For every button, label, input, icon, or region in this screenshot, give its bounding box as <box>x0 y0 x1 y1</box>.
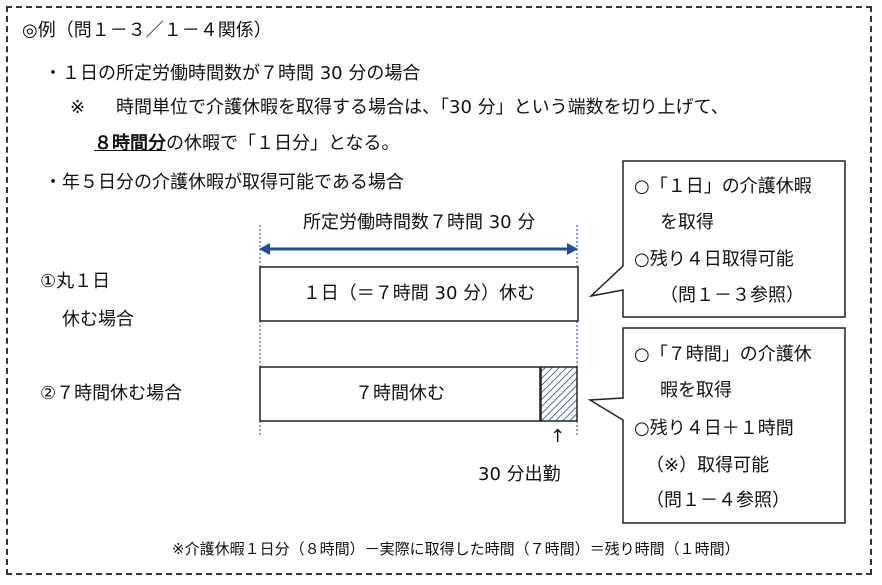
dashed-frame <box>6 6 872 575</box>
callout1-line4: （問１－３参照） <box>660 285 804 306</box>
work-30min-label: 30 分出勤 <box>478 464 561 485</box>
span-label: 所定労働時間数７時間 30 分 <box>303 212 536 233</box>
callout1-line1: ○「１日」の介護休暇 <box>634 176 812 197</box>
note-line2: ８時間分の休暇で「１日分」となる。 <box>94 133 399 155</box>
case2-bullet: ・年５日分の介護休暇が取得可能である場合 <box>44 172 404 193</box>
callout2-line2: 暇を取得 <box>660 380 732 401</box>
callout2-line1: ○「７時間」の介護休 <box>634 344 812 365</box>
work-30min-segment <box>540 366 578 422</box>
row1-bar-text: １日（＝７時間 30 分）休む <box>302 283 536 304</box>
callout1-line3: ○残り４日取得可能 <box>634 249 794 270</box>
callout2-shape <box>587 327 846 524</box>
row2-bar-text: ７時間休む <box>355 383 445 404</box>
callout2-line5: （問１－４参照） <box>646 490 790 511</box>
row2-label: ②７時間休む場合 <box>40 383 183 404</box>
up-arrow-icon: ↑ <box>550 426 566 447</box>
row1-bar-rect <box>259 266 579 322</box>
case1-bullet: ・１日の所定労働時間数が７時間 30 分の場合 <box>44 63 421 84</box>
span-arrow-left-head <box>259 243 270 255</box>
row1-label-line2: 休む場合 <box>62 309 134 330</box>
callout2-line4: （※）取得可能 <box>646 455 770 476</box>
callout1-shape <box>588 160 846 318</box>
row2-bar-rect <box>259 366 541 422</box>
note-emphasis: ８時間分 <box>94 133 166 154</box>
example-header: ◎例（問１－３／１－４関係） <box>22 20 272 41</box>
note-line2-rest: の休暇で「１日分」となる。 <box>166 133 400 154</box>
span-arrow-right-head <box>567 243 578 255</box>
callout2-line3: ○残り４日＋１時間 <box>634 418 794 439</box>
row1-label-line1: ①丸１日 <box>40 271 111 292</box>
footnote: ※介護休暇１日分（８時間）－実際に取得した時間（７時間）＝残り時間（１時間） <box>172 540 740 558</box>
note-line1: 時間単位で介護休暇を取得する場合は、「30 分」という端数を切り上げて、 <box>116 97 729 118</box>
callout1-line2: を取得 <box>660 212 714 233</box>
note-mark: ※ <box>70 97 86 118</box>
